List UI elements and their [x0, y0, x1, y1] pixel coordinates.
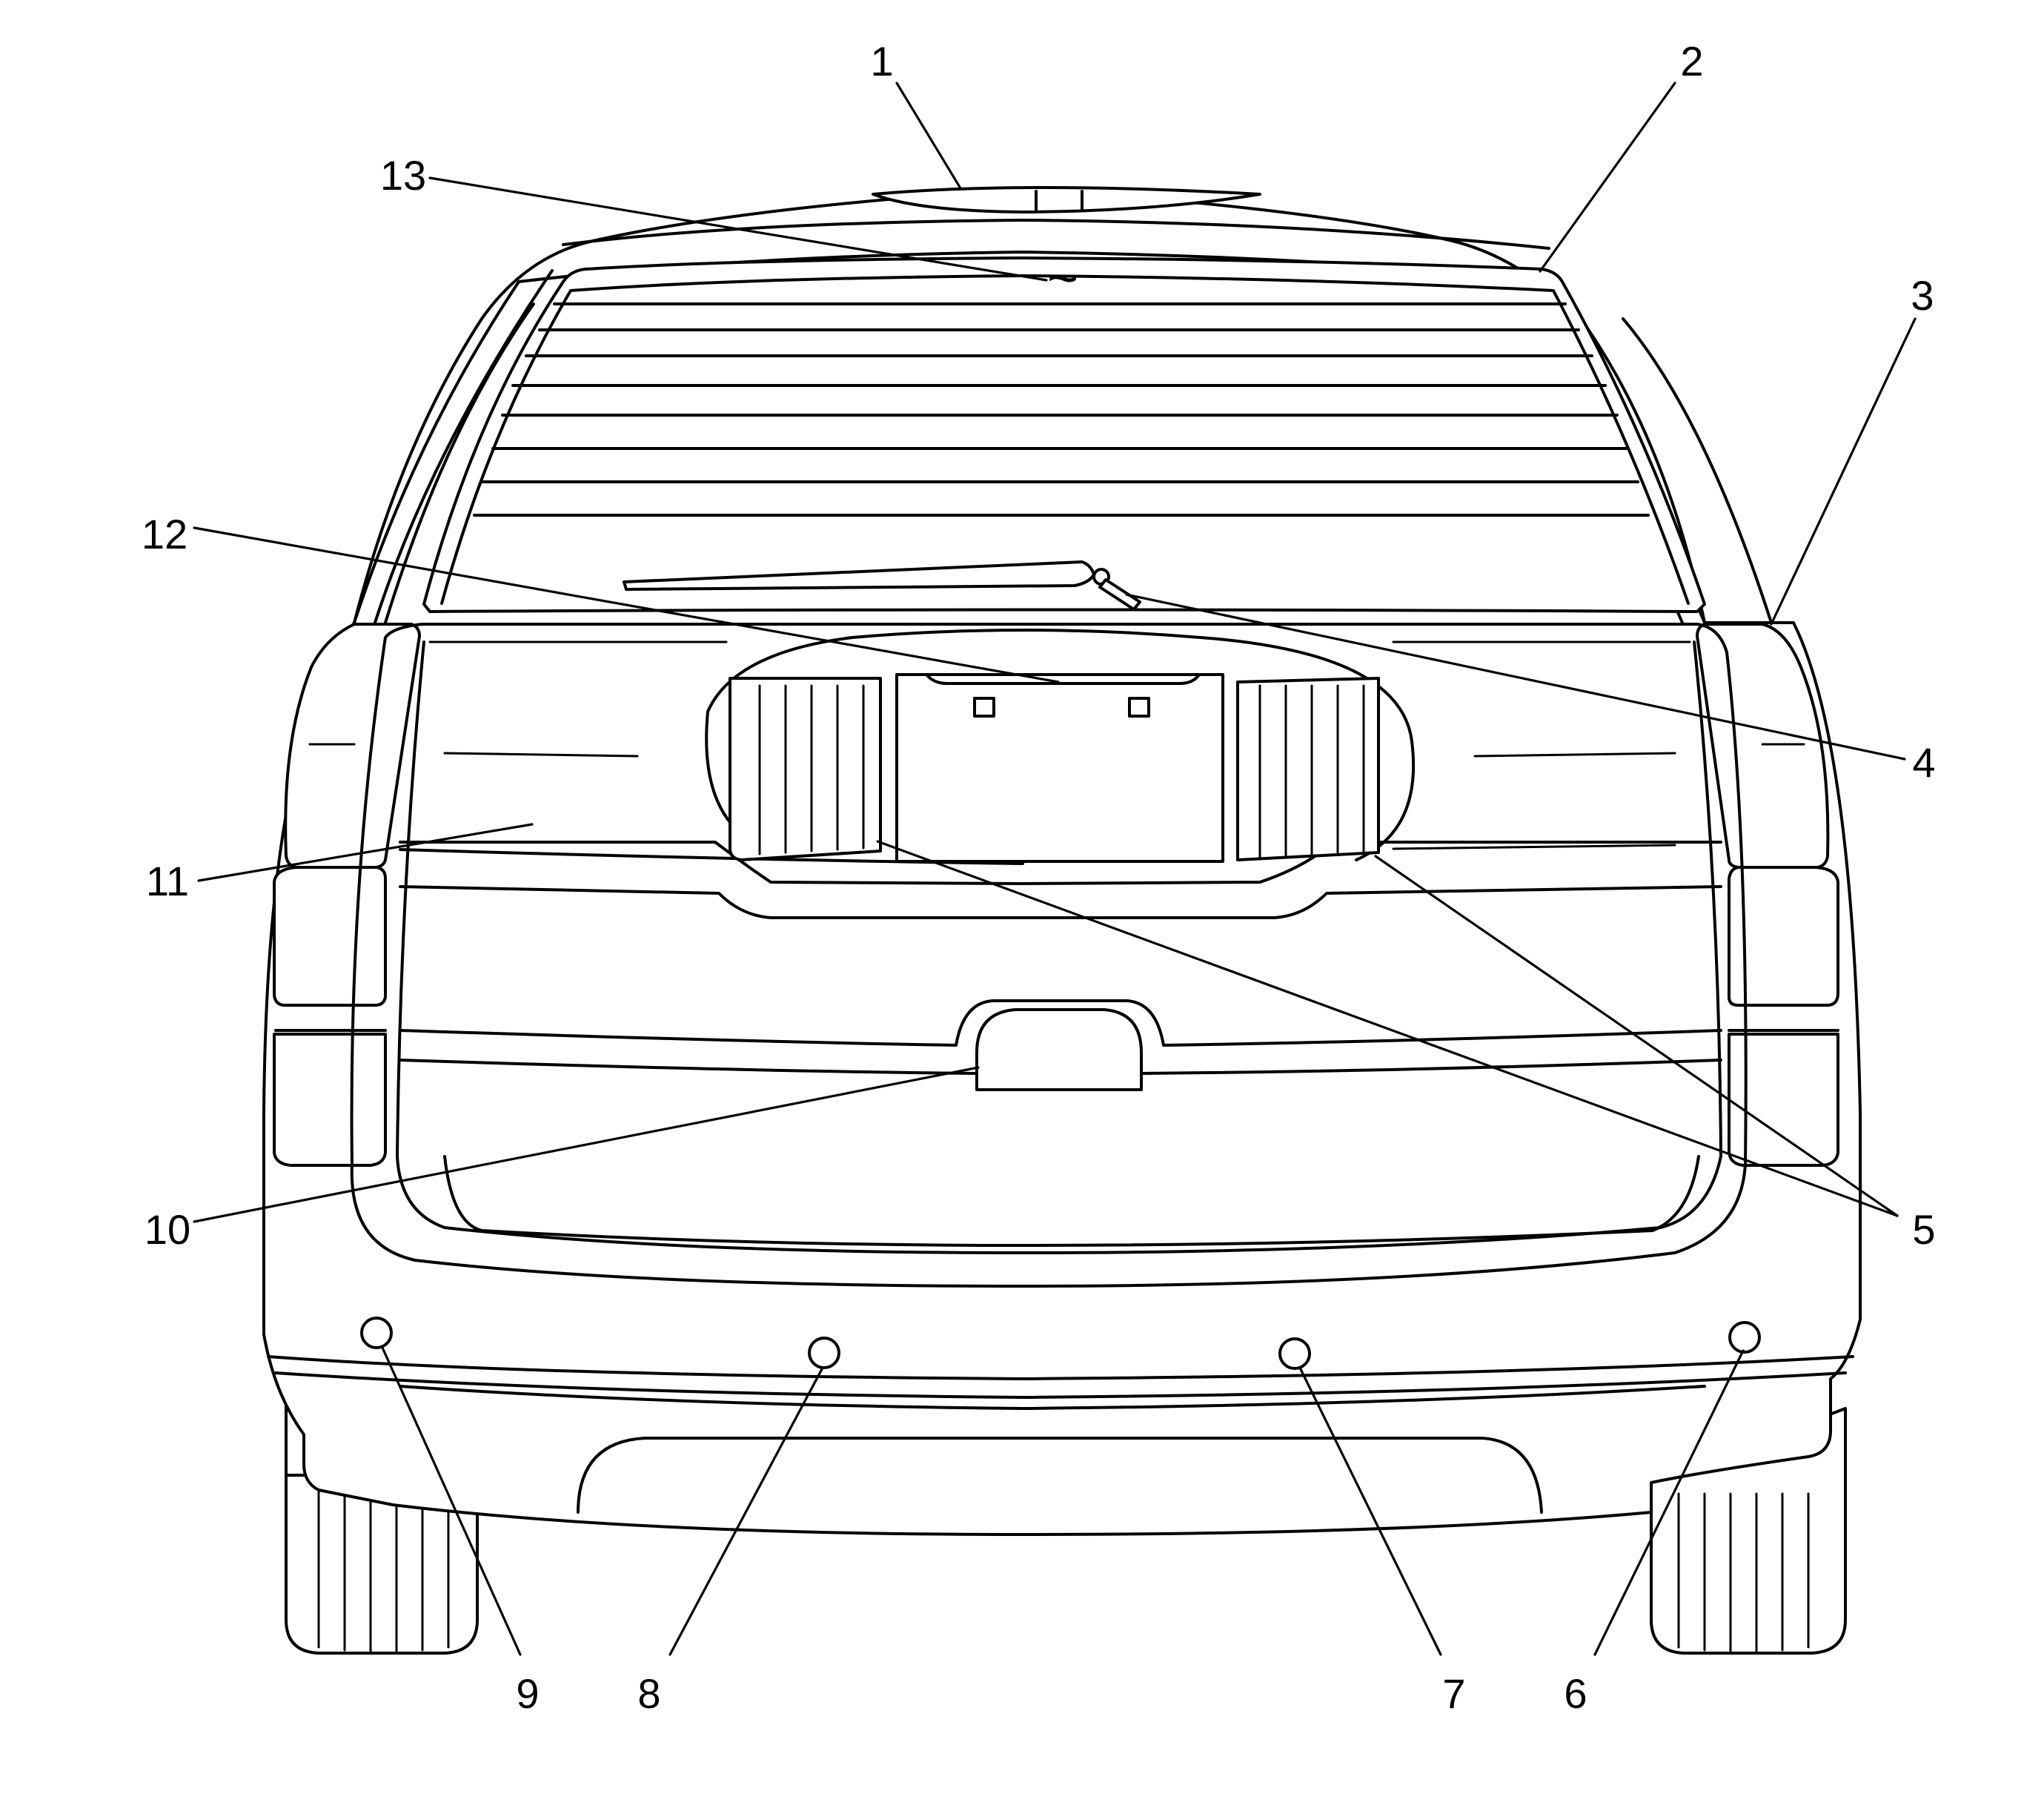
license-lamp-left	[729, 677, 882, 861]
callout-9: 9	[516, 1670, 539, 1717]
license-lamp-right	[1236, 677, 1380, 861]
left-rear-tire	[285, 1400, 479, 1655]
callout-labels: 1 2 3 4 5 6 7 8 9 10 11 12 13	[142, 38, 1936, 1717]
liftgate-handle	[975, 1008, 1143, 1091]
park-assist-sensor-rh-outer	[1728, 1321, 1761, 1354]
roof-trim	[562, 219, 1550, 250]
callout-10: 10	[145, 1206, 190, 1253]
callout-2: 2	[1680, 38, 1703, 85]
park-assist-sensor-lh-outer	[360, 1317, 393, 1349]
park-assist-sensor-rh-inner	[1278, 1337, 1311, 1370]
callout-5: 5	[1912, 1206, 1935, 1253]
callout-1: 1	[870, 38, 893, 85]
callout-8: 8	[637, 1670, 660, 1717]
rear-wiper-arm	[623, 560, 1141, 611]
right-tail-lamp	[1696, 623, 1839, 1167]
license-plate-pocket	[705, 629, 1416, 863]
callout-7: 7	[1442, 1670, 1465, 1717]
rear-window	[422, 256, 1706, 613]
callout-13: 13	[380, 152, 426, 199]
callout-12: 12	[142, 511, 188, 557]
park-assist-sensor-lh-inner	[808, 1337, 840, 1369]
defogger-symbol: ~	[1047, 249, 1078, 308]
rear-bumper	[267, 1355, 1854, 1514]
leader-lines	[193, 82, 1917, 1656]
callout-4: 4	[1912, 739, 1935, 786]
callout-6: 6	[1564, 1670, 1587, 1717]
callout-11: 11	[146, 858, 189, 904]
center-high-mount-stop-lamp	[872, 186, 1261, 213]
left-tail-lamp	[273, 623, 421, 1167]
defogger-grid-lines	[473, 302, 1650, 517]
callout-3: 3	[1911, 272, 1934, 319]
